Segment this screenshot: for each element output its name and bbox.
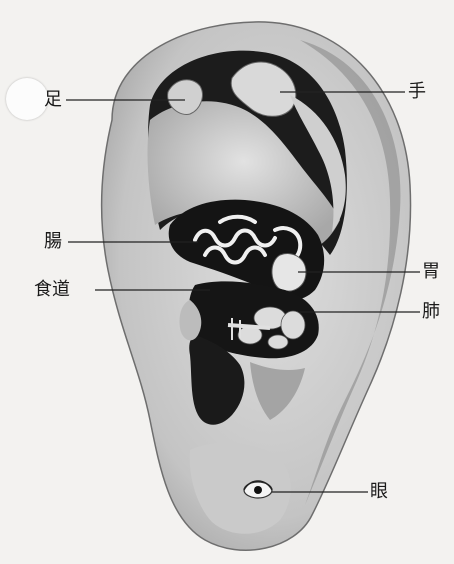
label-esophagus: 食道 — [34, 280, 70, 300]
label-eye: 眼 — [370, 482, 388, 502]
label-stomach: 胃 — [422, 262, 440, 282]
label-intestine: 腸 — [44, 232, 62, 252]
label-foot: 足 — [44, 90, 62, 110]
eye-shape — [244, 481, 272, 498]
label-hand: 手 — [408, 82, 426, 102]
punch-hole — [6, 78, 48, 120]
label-lung: 肺 — [422, 302, 440, 322]
